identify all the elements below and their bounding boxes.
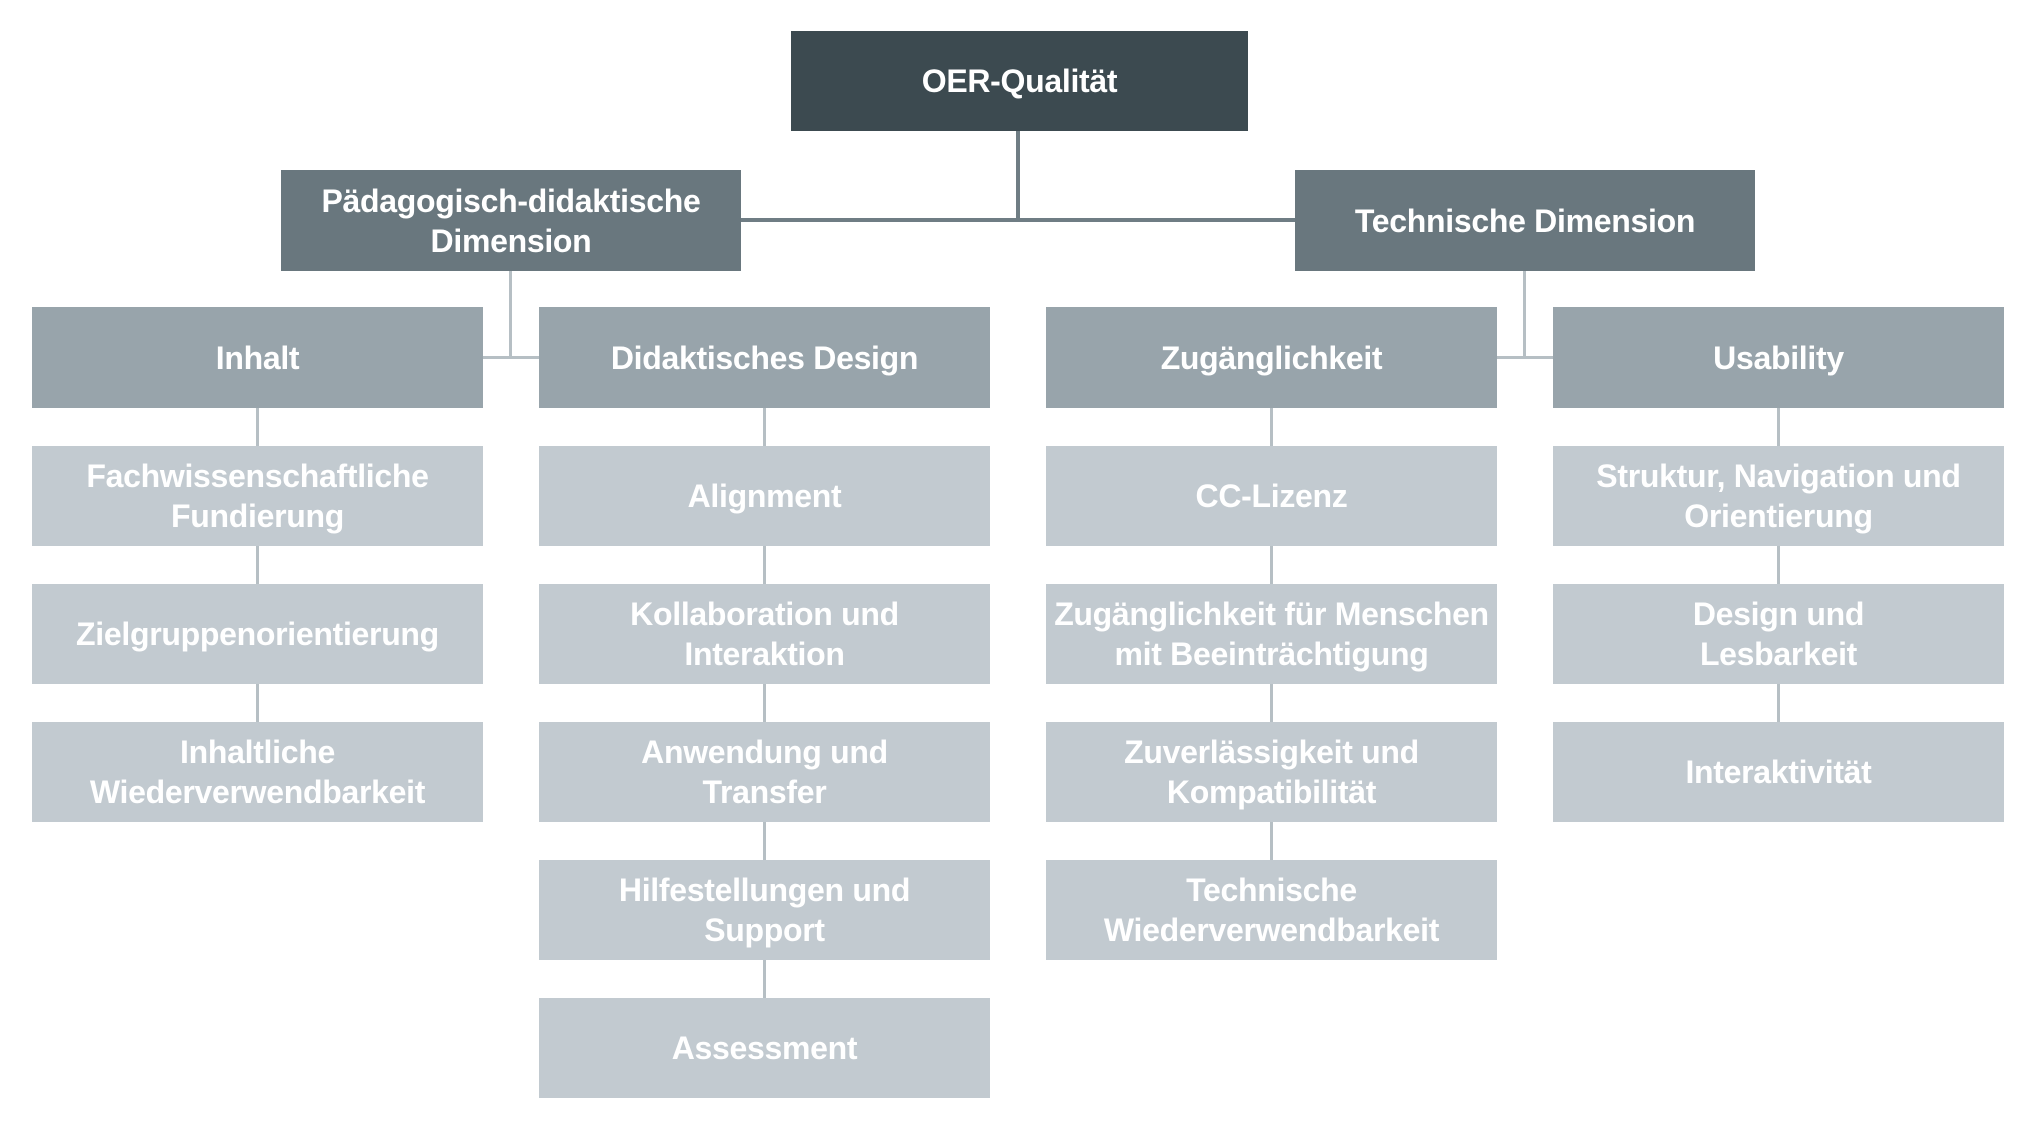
node-kollaboration-und-interaktion: Kollaboration und Interaktion bbox=[539, 584, 990, 684]
node-oer-qualitaet: OER-Qualität bbox=[791, 31, 1248, 131]
node-zuverlaessigkeit-und-kompatibilitaet: Zuverlässigkeit und Kompatibilität bbox=[1046, 722, 1497, 822]
node-usability: Usability bbox=[1553, 307, 2004, 408]
node-anwendung-und-transfer: Anwendung und Transfer bbox=[539, 722, 990, 822]
connector-usability-0 bbox=[1777, 408, 1780, 446]
connector-zugaenglichkeit-2 bbox=[1270, 684, 1273, 722]
node-design-und-lesbarkeit: Design und Lesbarkeit bbox=[1553, 584, 2004, 684]
node-inhaltliche-wiederverwendbarkeit: Inhaltliche Wiederverwendbarkeit bbox=[32, 722, 483, 822]
node-interaktivitaet: Interaktivität bbox=[1553, 722, 2004, 822]
connector-technisch-trunk bbox=[1523, 271, 1526, 358]
node-paedagogisch-didaktische-dimension: Pädagogisch-didaktische Dimension bbox=[281, 170, 741, 271]
connector-root-crossbar bbox=[741, 218, 1295, 222]
node-fachwissenschaftliche-fundierung: Fachwissenschaftliche Fundierung bbox=[32, 446, 483, 546]
connector-didaktik-2 bbox=[763, 684, 766, 722]
node-alignment: Alignment bbox=[539, 446, 990, 546]
node-inhalt: Inhalt bbox=[32, 307, 483, 408]
connector-usability-2 bbox=[1777, 684, 1780, 722]
connector-technisch-bridge bbox=[1497, 356, 1553, 359]
connector-inhalt-2 bbox=[256, 684, 259, 722]
connector-root-trunk bbox=[1016, 131, 1020, 220]
node-hilfestellungen-und-support: Hilfestellungen und Support bbox=[539, 860, 990, 960]
connector-usability-1 bbox=[1777, 546, 1780, 584]
node-didaktisches-design: Didaktisches Design bbox=[539, 307, 990, 408]
connector-zugaenglichkeit-3 bbox=[1270, 822, 1273, 860]
node-technische-dimension: Technische Dimension bbox=[1295, 170, 1755, 271]
node-zugaenglichkeit: Zugänglichkeit bbox=[1046, 307, 1497, 408]
connector-didaktik-1 bbox=[763, 546, 766, 584]
connector-didaktik-3 bbox=[763, 822, 766, 860]
node-zugaenglichkeit-fuer-menschen: Zugänglichkeit für Menschen mit Beeinträ… bbox=[1046, 584, 1497, 684]
connector-paedagogisch-bridge bbox=[483, 356, 539, 359]
connector-paedagogisch-trunk bbox=[509, 271, 512, 358]
node-cc-lizenz: CC-Lizenz bbox=[1046, 446, 1497, 546]
node-struktur-navigation-orientierung: Struktur, Navigation und Orientierung bbox=[1553, 446, 2004, 546]
node-technische-wiederverwendbarkeit: Technische Wiederverwendbarkeit bbox=[1046, 860, 1497, 960]
connector-zugaenglichkeit-0 bbox=[1270, 408, 1273, 446]
connector-zugaenglichkeit-1 bbox=[1270, 546, 1273, 584]
node-zielgruppenorientierung: Zielgruppenorientierung bbox=[32, 584, 483, 684]
connector-didaktik-4 bbox=[763, 960, 766, 998]
node-assessment: Assessment bbox=[539, 998, 990, 1098]
connector-inhalt-1 bbox=[256, 546, 259, 584]
connector-inhalt-0 bbox=[256, 408, 259, 446]
connector-didaktik-0 bbox=[763, 408, 766, 446]
